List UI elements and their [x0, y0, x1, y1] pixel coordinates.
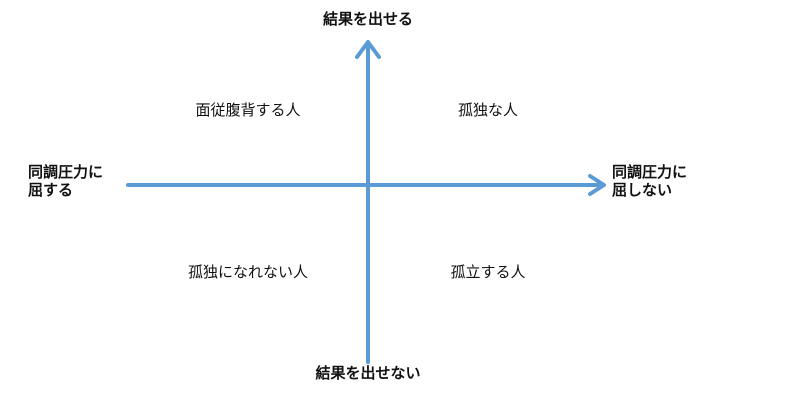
- quadrant-label-top-left: 面従腹背する人: [195, 101, 301, 119]
- axis-label-left-line2: 屈する: [28, 181, 74, 199]
- arrow-right-icon: [588, 174, 606, 196]
- vertical-axis-arrow: [355, 40, 381, 364]
- quadrant-label-top-right: 孤独な人: [457, 101, 519, 119]
- horizontal-axis-arrow: [126, 174, 606, 196]
- axis-label-right: 同調圧力に 屈しない: [612, 163, 687, 199]
- axis-label-left: 同調圧力に 屈する: [28, 163, 103, 199]
- axis-label-right-line2: 屈しない: [612, 181, 673, 199]
- axis-label-bottom: 結果を出せない: [315, 364, 421, 382]
- quadrant-label-bottom-left: 孤独になれない人: [187, 263, 309, 281]
- axis-label-left-line1: 同調圧力に: [28, 163, 104, 181]
- arrow-up-icon: [355, 40, 381, 59]
- axis-label-top: 結果を出せる: [322, 10, 414, 28]
- quadrant-label-bottom-right: 孤立する人: [450, 263, 526, 281]
- axis-label-right-line1: 同調圧力に: [612, 163, 688, 181]
